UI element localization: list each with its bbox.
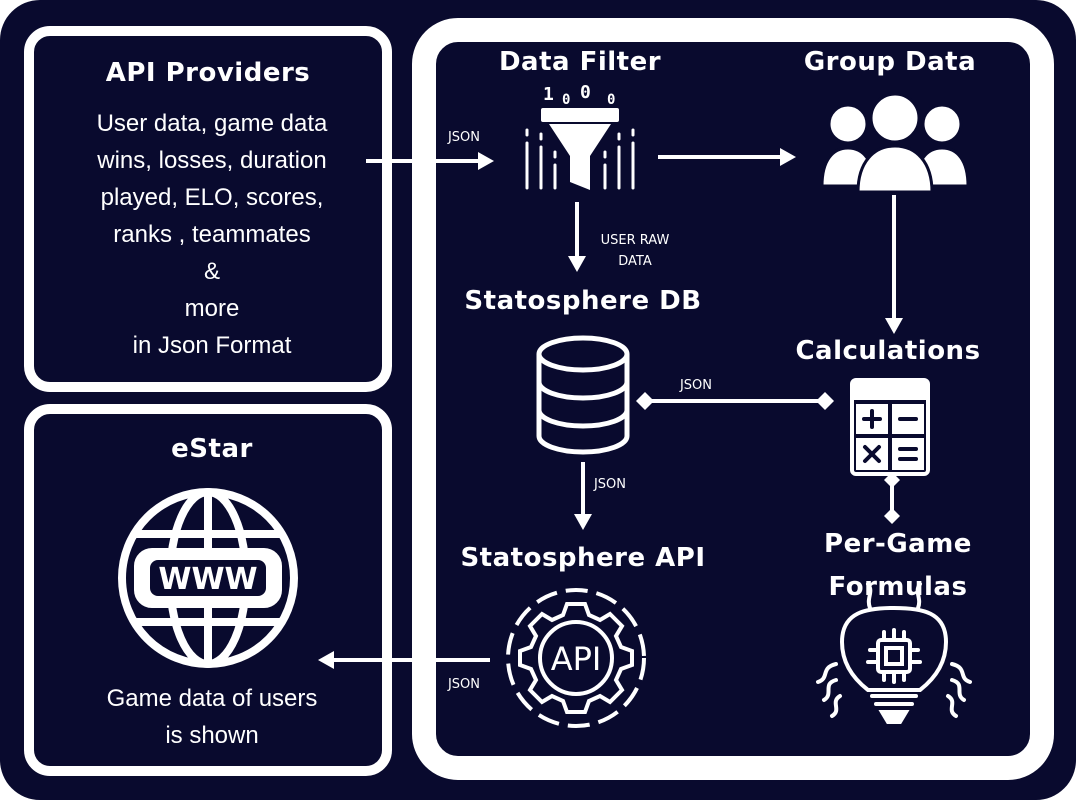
edge-label-db-to-api: JSON bbox=[593, 477, 627, 492]
api-providers-line-4: ranks , teammates bbox=[113, 221, 311, 248]
estar-line-1: Game data of users bbox=[106, 685, 318, 712]
api-providers-box bbox=[24, 26, 392, 392]
lightbulb-chip-icon bbox=[816, 582, 972, 724]
api-providers-line-7: in Json Format bbox=[132, 332, 292, 359]
statosphere-db-label: Statosphere DB bbox=[464, 286, 702, 316]
data-filter-label: Data Filter bbox=[498, 47, 662, 77]
svg-text:0: 0 bbox=[562, 92, 570, 108]
api-gear-text: API bbox=[551, 640, 602, 678]
arrow-filter-to-group bbox=[658, 148, 796, 166]
api-providers-title: API Providers bbox=[105, 58, 311, 88]
www-text: WWW bbox=[158, 562, 257, 597]
arrow-group-to-calculations bbox=[885, 195, 903, 334]
arrow-filter-to-db bbox=[568, 202, 586, 272]
edge-label-db-calc: JSON bbox=[679, 378, 713, 393]
edge-label-raw-data-2: DATA bbox=[618, 254, 652, 269]
api-providers-line-3: played, ELO, scores, bbox=[100, 184, 324, 211]
api-providers-line-2: wins, losses, duration bbox=[97, 147, 327, 174]
edge-label-api-to-estar: JSON bbox=[447, 677, 481, 692]
group-data-label: Group Data bbox=[803, 47, 977, 77]
api-providers-line-5: & bbox=[203, 258, 220, 285]
arrow-providers-to-filter bbox=[366, 152, 494, 170]
arrow-api-to-estar bbox=[318, 651, 490, 669]
database-icon bbox=[536, 335, 630, 455]
statosphere-api-label: Statosphere API bbox=[460, 543, 706, 573]
connector-db-calculations bbox=[636, 392, 834, 410]
globe-www-icon: WWW bbox=[118, 488, 298, 668]
arrow-db-to-api bbox=[574, 462, 592, 530]
api-gear-icon: API bbox=[506, 588, 646, 728]
svg-text:0: 0 bbox=[580, 82, 591, 103]
per-game-formulas-label-1: Per-Game bbox=[824, 529, 972, 559]
edge-label-raw-data-1: USER RAW bbox=[600, 233, 670, 248]
svg-text:0: 0 bbox=[607, 92, 615, 108]
edge-label-providers-to-filter: JSON bbox=[447, 130, 481, 145]
funnel-filter-icon: 1 0 0 0 bbox=[525, 82, 635, 190]
per-game-formulas-label-2: Formulas bbox=[828, 572, 968, 602]
api-providers-line-6: more bbox=[184, 295, 240, 322]
calculator-icon bbox=[850, 378, 930, 476]
estar-title: eStar bbox=[171, 434, 253, 464]
estar-line-2: is shown bbox=[165, 722, 259, 749]
group-people-icon bbox=[820, 92, 970, 194]
connector-calculations-formulas bbox=[884, 472, 900, 524]
api-providers-line-1: User data, game data bbox=[96, 110, 328, 137]
svg-text:1: 1 bbox=[543, 84, 554, 105]
calculations-label: Calculations bbox=[795, 336, 981, 366]
